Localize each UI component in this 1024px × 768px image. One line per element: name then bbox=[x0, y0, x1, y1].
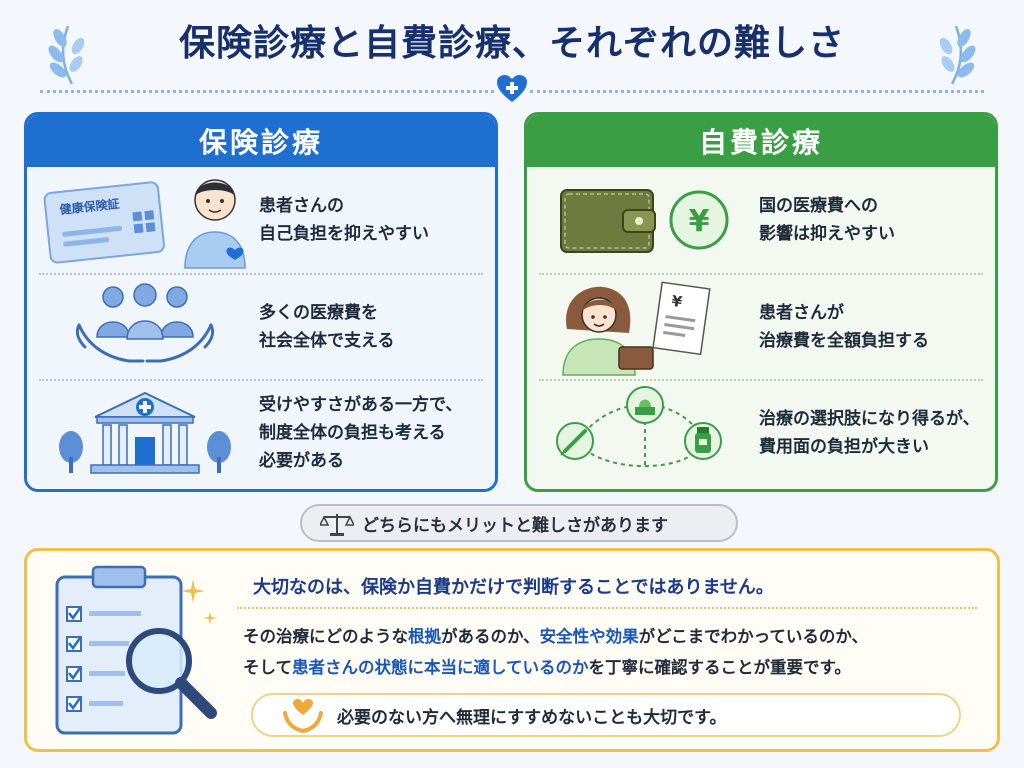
svg-text:¥: ¥ bbox=[670, 292, 683, 311]
clipboard-magnifier-icon bbox=[55, 565, 217, 735]
insurance-panel: 保険診療 健康保険証 bbox=[24, 112, 498, 492]
text-line: 費用面の負担が大きい bbox=[759, 437, 929, 457]
treatment-options-icon bbox=[556, 386, 722, 468]
list-item: 受けやすさがある一方で、 制度全体の負担も考える 必要がある bbox=[39, 379, 483, 485]
key-point-heading: 大切なのは、保険か自費かだけで判断することではありません。 bbox=[253, 577, 774, 598]
insurance-item-text: 患者さんの 自己負担を抑えやすい bbox=[249, 192, 429, 248]
list-item: ¥ 患者さんが 治療費を全額負担する bbox=[539, 273, 983, 379]
wallet-yen-illustration: ¥ bbox=[539, 170, 749, 270]
divider bbox=[530, 90, 984, 93]
key-point-note: 必要のない方へ無理にすすめないことも大切です。 bbox=[251, 693, 961, 737]
people-in-hands-icon bbox=[75, 283, 215, 363]
self-pay-heading: 自費診療 bbox=[527, 115, 995, 167]
patient-with-bill-icon: ¥ bbox=[562, 281, 711, 376]
list-item: 多くの医療費を 社会全体で支える bbox=[39, 273, 483, 379]
key-point-note-text: 必要のない方へ無理にすすめないことも大切です。 bbox=[337, 707, 727, 728]
patient-bill-illustration: ¥ bbox=[539, 277, 749, 377]
yen-icon: ¥ bbox=[688, 204, 710, 239]
text-span: を丁寧に確認することが重要です。 bbox=[588, 658, 851, 678]
insurance-item-text: 受けやすさがある一方で、 制度全体の負担も考える 必要がある bbox=[249, 391, 462, 475]
highlight-text: 患者さんの状態に本当に適しているのか bbox=[292, 658, 589, 678]
text-line: 多くの医療費を bbox=[259, 302, 378, 323]
key-point-box: 大切なのは、保険か自費かだけで判断することではありません。 その治療にどのような… bbox=[24, 548, 1000, 752]
text-line: 受けやすさがある一方で、 bbox=[259, 394, 463, 415]
sparkle-icon bbox=[203, 611, 217, 625]
text-span: その治療にどのような bbox=[243, 627, 408, 646]
key-point-paragraph: その治療にどのような根拠があるのか、安全性や効果がどこまでわかっているのか、 そ… bbox=[243, 621, 993, 684]
text-line: 国の医療費への bbox=[759, 195, 878, 216]
sparkle-icon bbox=[181, 579, 205, 603]
text-span: がどこまでわかっているのか、 bbox=[638, 627, 869, 646]
laurel-icon bbox=[939, 25, 976, 85]
hospital-illustration bbox=[39, 383, 249, 483]
heart-plus-icon bbox=[497, 75, 527, 102]
balance-note: どちらにもメリットと難しさがあります bbox=[300, 504, 738, 542]
insurance-card-illustration: 健康保険証 bbox=[39, 170, 249, 270]
text-line: 影響は抑えやすい bbox=[759, 224, 895, 244]
balance-scale-icon bbox=[320, 514, 354, 536]
wallet-icon bbox=[560, 189, 729, 253]
text-line: 患者さんの bbox=[259, 195, 344, 216]
self-pay-list: ¥ 国の医療費への 影響は抑えやすい bbox=[527, 167, 995, 489]
laurel-icon bbox=[48, 25, 85, 85]
text-line: 自己負担を抑えやすい bbox=[259, 224, 429, 244]
people-hands-illustration bbox=[39, 277, 249, 377]
list-item: 治療の選択肢になり得るが、 費用面の負担が大きい bbox=[539, 379, 983, 485]
hands-heart-icon bbox=[283, 699, 323, 733]
list-item: 健康保険証 患者さんの 自己負担を抑えやすい bbox=[39, 167, 483, 273]
text-line: 社会全体で支える bbox=[259, 331, 395, 351]
title-area: 保険診療と自費診療、それぞれの難しさ bbox=[0, 0, 1024, 102]
highlight-text: 根拠 bbox=[408, 627, 441, 646]
treatment-options-illustration bbox=[539, 383, 749, 483]
insurance-heading: 保険診療 bbox=[27, 115, 495, 167]
divider bbox=[40, 90, 494, 93]
hospital-building-icon bbox=[59, 391, 231, 474]
text-line: 治療費を全額負担する bbox=[759, 331, 929, 351]
insurance-list: 健康保険証 患者さんの 自己負担を抑えやすい bbox=[27, 167, 495, 489]
text-line: 必要がある bbox=[259, 451, 344, 472]
divider bbox=[237, 607, 977, 609]
self-pay-item-text: 国の医療費への 影響は抑えやすい bbox=[749, 192, 895, 248]
text-line: 患者さんが bbox=[759, 302, 844, 323]
list-item: ¥ 国の医療費への 影響は抑えやすい bbox=[539, 167, 983, 273]
text-line: 制度全体の負担も考える bbox=[259, 422, 446, 443]
text-line: 治療の選択肢になり得るが、 bbox=[759, 408, 980, 429]
page-title: 保険診療と自費診療、それぞれの難しさ bbox=[178, 23, 845, 64]
self-pay-item-text: 患者さんが 治療費を全額負担する bbox=[749, 299, 929, 355]
insurance-card-icon: 健康保険証 bbox=[43, 179, 246, 269]
balance-note-text: どちらにもメリットと難しさがあります bbox=[362, 515, 668, 536]
text-span: そして bbox=[243, 658, 293, 678]
self-pay-item-text: 治療の選択肢になり得るが、 費用面の負担が大きい bbox=[749, 405, 980, 461]
card-label: 健康保険証 bbox=[59, 196, 120, 217]
text-span: があるのか、 bbox=[441, 627, 540, 646]
insurance-item-text: 多くの医療費を 社会全体で支える bbox=[249, 299, 395, 355]
self-pay-panel: 自費診療 ¥ 国の医療費への 影響は抑えやすい bbox=[524, 112, 998, 492]
highlight-text: 安全性や効果 bbox=[539, 627, 639, 646]
